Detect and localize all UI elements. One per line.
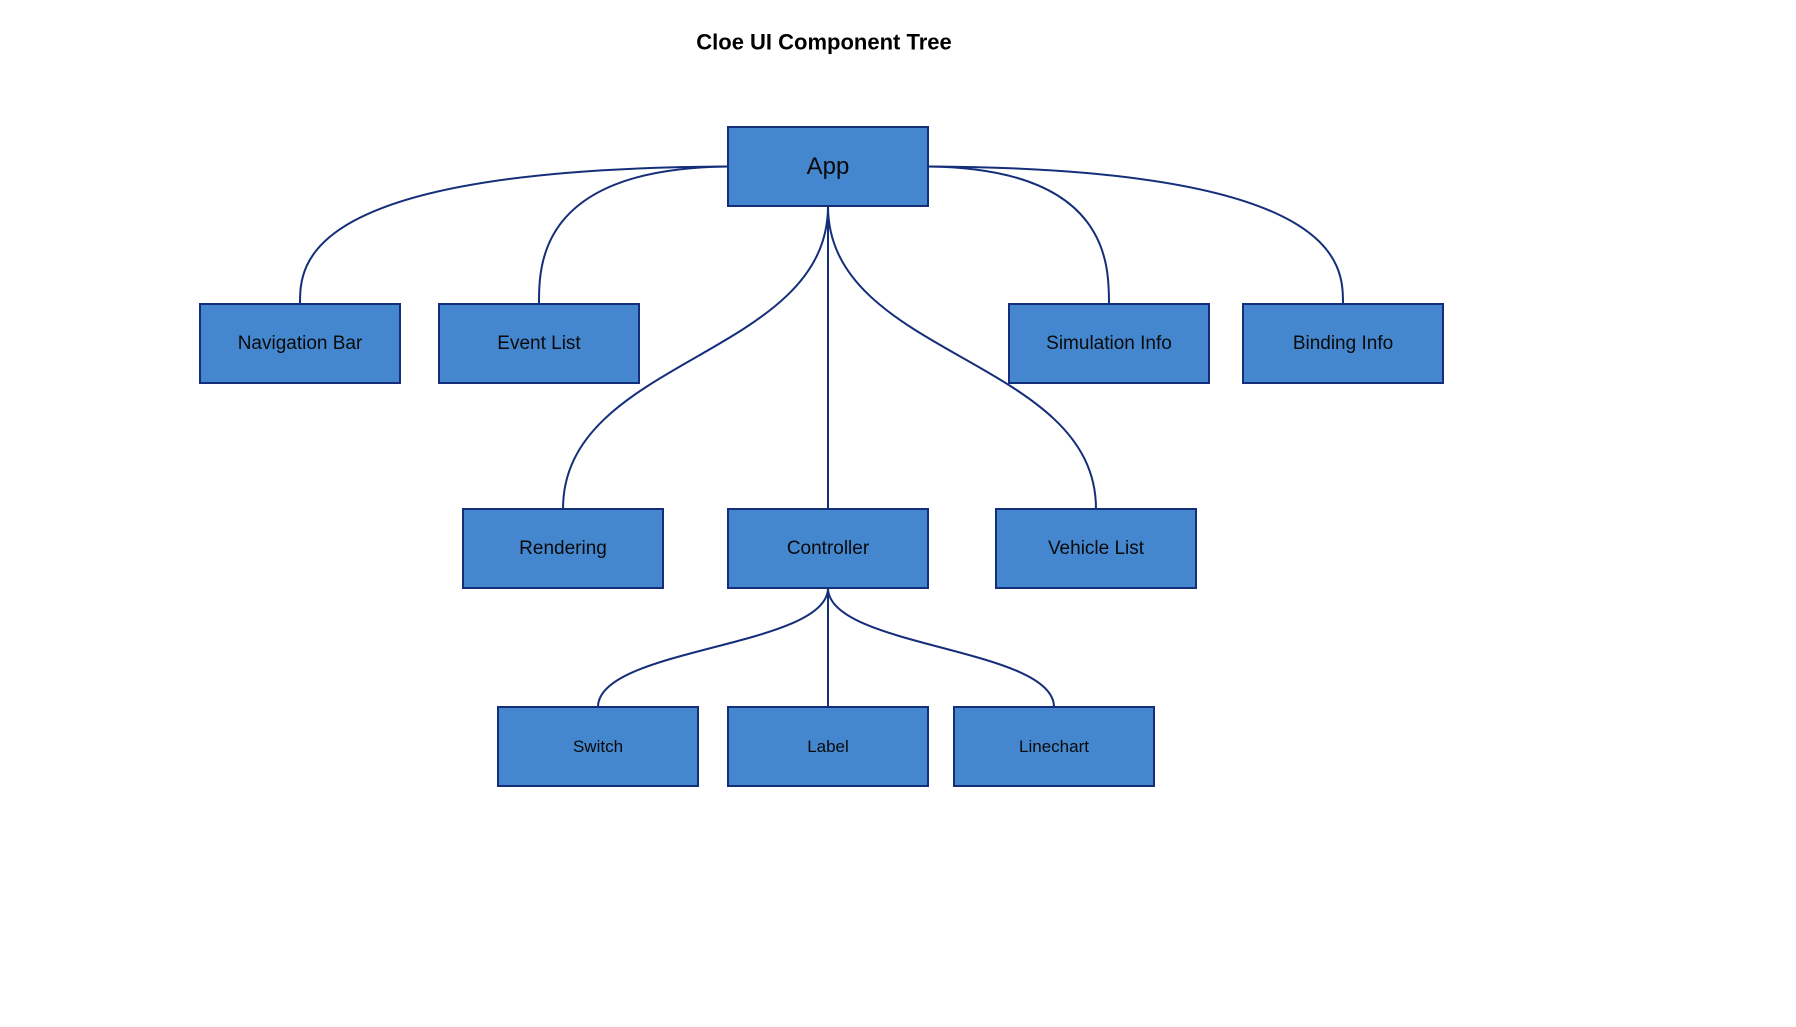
edge-app-to-navigation-bar <box>299 165 729 305</box>
edge-app-to-simulation-info <box>927 165 1110 305</box>
node-label-rendering: Rendering <box>519 538 607 559</box>
node-box-switch[interactable] <box>497 706 699 787</box>
node-vehicle-list[interactable]: Vehicle List <box>995 508 1197 589</box>
node-label-app: App <box>807 153 850 180</box>
edge-controller-to-switch <box>597 587 829 708</box>
node-box-label[interactable] <box>727 706 929 787</box>
edge-app-to-rendering <box>562 205 829 510</box>
node-box-app[interactable] <box>727 126 929 207</box>
node-label-simulation-info: Simulation Info <box>1046 333 1172 354</box>
edge-controller-to-linechart <box>827 587 1055 708</box>
node-label-navigation-bar: Navigation Bar <box>238 333 363 354</box>
node-label-label: Label <box>807 737 849 756</box>
node-navigation-bar[interactable]: Navigation Bar <box>199 303 401 384</box>
node-label-event-list: Event List <box>497 333 581 354</box>
node-box-linechart[interactable] <box>953 706 1155 787</box>
node-label[interactable]: Label <box>727 706 929 787</box>
edge-app-to-event-list <box>538 165 729 305</box>
edge-app-to-binding-info <box>927 165 1344 305</box>
node-app[interactable]: App <box>727 126 929 207</box>
node-label-controller: Controller <box>787 538 870 559</box>
node-switch[interactable]: Switch <box>497 706 699 787</box>
node-label-vehicle-list: Vehicle List <box>1048 538 1145 559</box>
node-label-binding-info: Binding Info <box>1293 333 1393 354</box>
node-rendering[interactable]: Rendering <box>462 508 664 589</box>
edges-layer <box>299 165 1344 708</box>
diagram-title: Cloe UI Component Tree <box>696 30 951 55</box>
node-controller[interactable]: Controller <box>727 508 929 589</box>
node-linechart[interactable]: Linechart <box>953 706 1155 787</box>
node-box-binding-info[interactable] <box>1242 303 1444 384</box>
node-box-vehicle-list[interactable] <box>995 508 1197 589</box>
node-event-list[interactable]: Event List <box>438 303 640 384</box>
edge-app-to-vehicle-list <box>827 205 1097 510</box>
node-box-navigation-bar[interactable] <box>199 303 401 384</box>
node-box-rendering[interactable] <box>462 508 664 589</box>
node-label-switch: Switch <box>573 737 623 756</box>
node-box-event-list[interactable] <box>438 303 640 384</box>
node-simulation-info[interactable]: Simulation Info <box>1008 303 1210 384</box>
node-box-simulation-info[interactable] <box>1008 303 1210 384</box>
node-binding-info[interactable]: Binding Info <box>1242 303 1444 384</box>
node-label-linechart: Linechart <box>1019 737 1089 756</box>
node-box-controller[interactable] <box>727 508 929 589</box>
